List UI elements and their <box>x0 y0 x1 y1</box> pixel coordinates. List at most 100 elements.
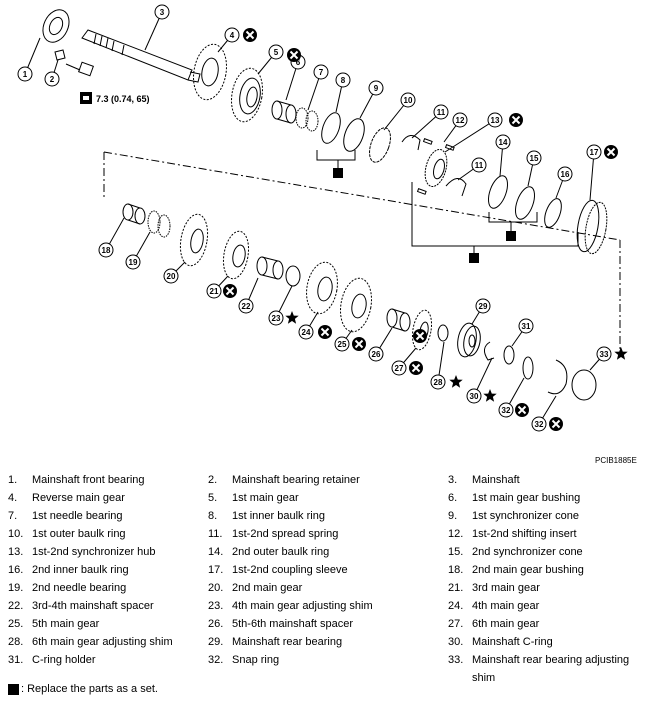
legend-item-number: 11. <box>208 528 223 540</box>
legend-note: : Replace the parts as a set. <box>8 683 158 695</box>
legend-item: 22.3rd-4th mainshaft spacer <box>8 597 208 615</box>
legend-note-text: : Replace the parts as a set. <box>21 683 158 695</box>
torque-spec-label: 7.3 (0.74, 65) <box>96 94 150 104</box>
legend-item-number: 27. <box>448 618 464 630</box>
part-callout-number: 25 <box>338 340 347 349</box>
legend-item-number: 33. <box>448 654 464 666</box>
part-callout-number: 6 <box>296 58 301 67</box>
spread-spring-upper-drawing <box>401 135 421 151</box>
legend-item: 8.1st inner baulk ring <box>208 507 448 525</box>
first-needle-bearing-drawing <box>295 107 319 132</box>
legend-item: 16.2nd inner baulk ring <box>8 561 208 579</box>
fourth-main-gear-adjusting-shim-drawing <box>285 265 301 287</box>
part-callout-number: 2 <box>50 75 55 84</box>
legend-item-number: 5. <box>208 492 218 504</box>
part-callout-number: 21 <box>210 287 219 296</box>
legend-item: 2.Mainshaft bearing retainer <box>208 471 448 489</box>
star-icon <box>483 389 497 402</box>
second-synchronizer-cone-drawing <box>514 186 536 220</box>
legend-item: 15. 2nd synchronizer cone <box>448 543 648 561</box>
part-callout-number: 8 <box>341 76 346 85</box>
part-callout: 2 <box>44 71 60 87</box>
legend-item: 7.1st needle bearing <box>8 507 208 525</box>
legend-item: 6.1st main gear bushing <box>448 489 648 507</box>
part-callout: 23 <box>268 310 284 326</box>
part-callout-number: 33 <box>600 350 609 359</box>
legend-item-number: 13. <box>8 546 24 558</box>
legend-item-number: 24. <box>448 600 464 612</box>
legend-item: 26.5th-6th mainshaft spacer <box>208 615 448 633</box>
legend-item: 24.4th main gear <box>448 597 648 615</box>
second-needle-bearing-drawing <box>147 210 171 238</box>
legend-item-number: 8. <box>208 510 218 522</box>
do-not-reuse-icon <box>243 28 257 42</box>
legend-item: 1.Mainshaft front bearing <box>8 471 208 489</box>
legend-item-label: 1st synchronizer cone <box>472 510 579 522</box>
legend-item-label: 1st-2nd synchronizer hub <box>32 546 156 558</box>
part-callout-number: 23 <box>272 314 281 323</box>
third-main-gear-drawing <box>222 230 250 280</box>
part-callout-number: 18 <box>102 246 111 255</box>
legend-item-number: 29. <box>208 636 224 648</box>
legend-item-label: 5th-6th mainshaft spacer <box>232 618 354 630</box>
legend-item-label: Reverse main gear <box>32 492 125 504</box>
part-callout-number: 27 <box>395 364 404 373</box>
legend-item: 30.Mainshaft C-ring <box>448 633 648 651</box>
legend-item-number: 23. <box>208 600 224 612</box>
star-icon <box>285 311 299 324</box>
legend-item-number: 20. <box>208 582 224 594</box>
part-callout-number: 16 <box>561 170 570 179</box>
part-callout-number: 29 <box>479 302 488 311</box>
part-callout: 31 <box>518 318 534 334</box>
legend-item-label: 1st-2nd shifting insert <box>472 528 577 540</box>
part-callout: 30 <box>466 388 482 404</box>
part-callout: 20 <box>163 268 179 284</box>
part-callout: 22 <box>238 298 254 314</box>
part-callout: 5 <box>268 44 284 60</box>
part-callout-number: 22 <box>242 302 251 311</box>
legend-item-label: Mainshaft C-ring <box>472 636 553 648</box>
first-main-gear-bushing-drawing <box>271 100 297 124</box>
legend-item: 29.Mainshaft rear bearing <box>208 633 448 651</box>
part-callout-number: 28 <box>434 378 443 387</box>
part-callout-number: 15 <box>530 154 539 163</box>
part-callout-number: 20 <box>167 272 176 281</box>
do-not-reuse-icon <box>509 113 523 127</box>
legend-item: 3.Mainshaft <box>448 471 648 489</box>
replace-set-square-icon <box>8 683 19 695</box>
legend-item-number: 15. <box>448 546 464 558</box>
part-callout-number: 32 <box>502 406 511 415</box>
legend-item-label: 1st main gear bushing <box>472 492 581 504</box>
legend-item: 32.Snap ring <box>208 651 448 687</box>
legend-item: 28.6th main gear adjusting shim <box>8 633 208 651</box>
bearing-retainer-drawing <box>54 49 94 77</box>
part-callout: 26 <box>368 346 384 362</box>
first-outer-baulk-ring-drawing <box>369 127 391 163</box>
legend-item-label: 1st main gear <box>232 492 299 504</box>
snap-ring-drawing <box>522 356 534 380</box>
legend-item-label: 2nd outer baulk ring <box>232 546 330 558</box>
part-callout: 3 <box>154 4 170 20</box>
legend-item-number: 14. <box>208 546 224 558</box>
mainshaft-c-ring-drawing <box>484 341 495 361</box>
legend-item: 33. Mainshaft rear bearing adjusting shim <box>448 651 648 687</box>
part-callout: 27 <box>391 360 407 376</box>
star-icon <box>614 347 628 360</box>
legend-item-label: Mainshaft rear bearing adjusting shim <box>472 654 630 684</box>
do-not-reuse-icon <box>413 329 427 343</box>
legend-item-number: 28. <box>8 636 24 648</box>
mainshaft-rear-bearing-drawing <box>457 322 481 358</box>
legend-item: 31.C-ring holder <box>8 651 208 687</box>
second-inner-baulk-ring-drawing <box>544 198 562 228</box>
part-callout-number: 10 <box>404 96 413 105</box>
legend-item-label: Snap ring <box>232 654 280 666</box>
second-main-gear-drawing <box>179 213 209 267</box>
part-callout: 10 <box>400 92 416 108</box>
legend-item-label: 2nd synchronizer cone <box>472 546 583 558</box>
legend-item-number: 31. <box>8 654 24 666</box>
do-not-reuse-icon <box>318 325 332 339</box>
do-not-reuse-icon <box>223 284 237 298</box>
